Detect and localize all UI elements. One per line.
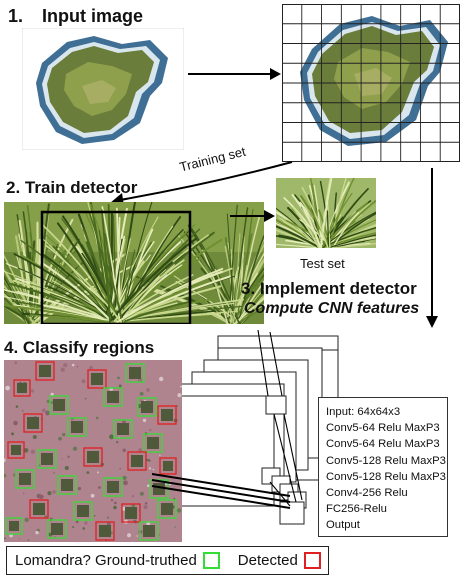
step-3-subtitle: Compute CNN features: [244, 300, 420, 317]
network-layer-5: Conv4-256 Relu: [326, 487, 408, 500]
legend-ground-truth-label: Lomandra? Ground-truthed: [15, 552, 197, 569]
cnn-layer-stack: [169, 329, 339, 525]
network-layer-3: Conv5-128 Relu MaxP3: [326, 454, 446, 467]
grass-test-image: [276, 178, 376, 248]
grass-training-image: [4, 202, 264, 324]
legend: Lomandra? Ground-truthed Detected: [6, 546, 329, 575]
step-2-title: 2. Train detector: [6, 178, 138, 197]
network-layer-0: Input: 64x64x3: [326, 406, 401, 418]
arrow-down-to-network: [426, 168, 438, 328]
classified-regions-image: [4, 360, 182, 542]
arrow-to-test-set: [230, 210, 275, 222]
island-image: [22, 28, 184, 150]
network-layer-7: Output: [326, 519, 360, 532]
network-layer-1: Conv5-64 Relu MaxP3: [326, 422, 440, 435]
gridded-island-image: [282, 4, 460, 162]
legend-detected-label: Detected: [237, 552, 298, 569]
step-1-title: Input image: [42, 6, 144, 26]
legend-detected-swatch: [303, 552, 321, 569]
step-3-title: 3. Implement detector: [241, 279, 417, 298]
network-layer-4: Conv5-128 Relu MaxP3: [326, 470, 446, 483]
region-to-network-lines: [151, 473, 291, 509]
step-1-number: 1.: [8, 6, 24, 26]
step-4-title: 4. Classify regions: [4, 338, 155, 357]
arrow-to-grid: [188, 68, 281, 80]
test-set-label: Test set: [300, 256, 345, 271]
network-layer-2: Conv5-64 Relu MaxP3: [326, 438, 440, 451]
network-layer-6: FC256-Relu: [326, 503, 387, 516]
legend-ground-truth-swatch: [202, 552, 220, 569]
